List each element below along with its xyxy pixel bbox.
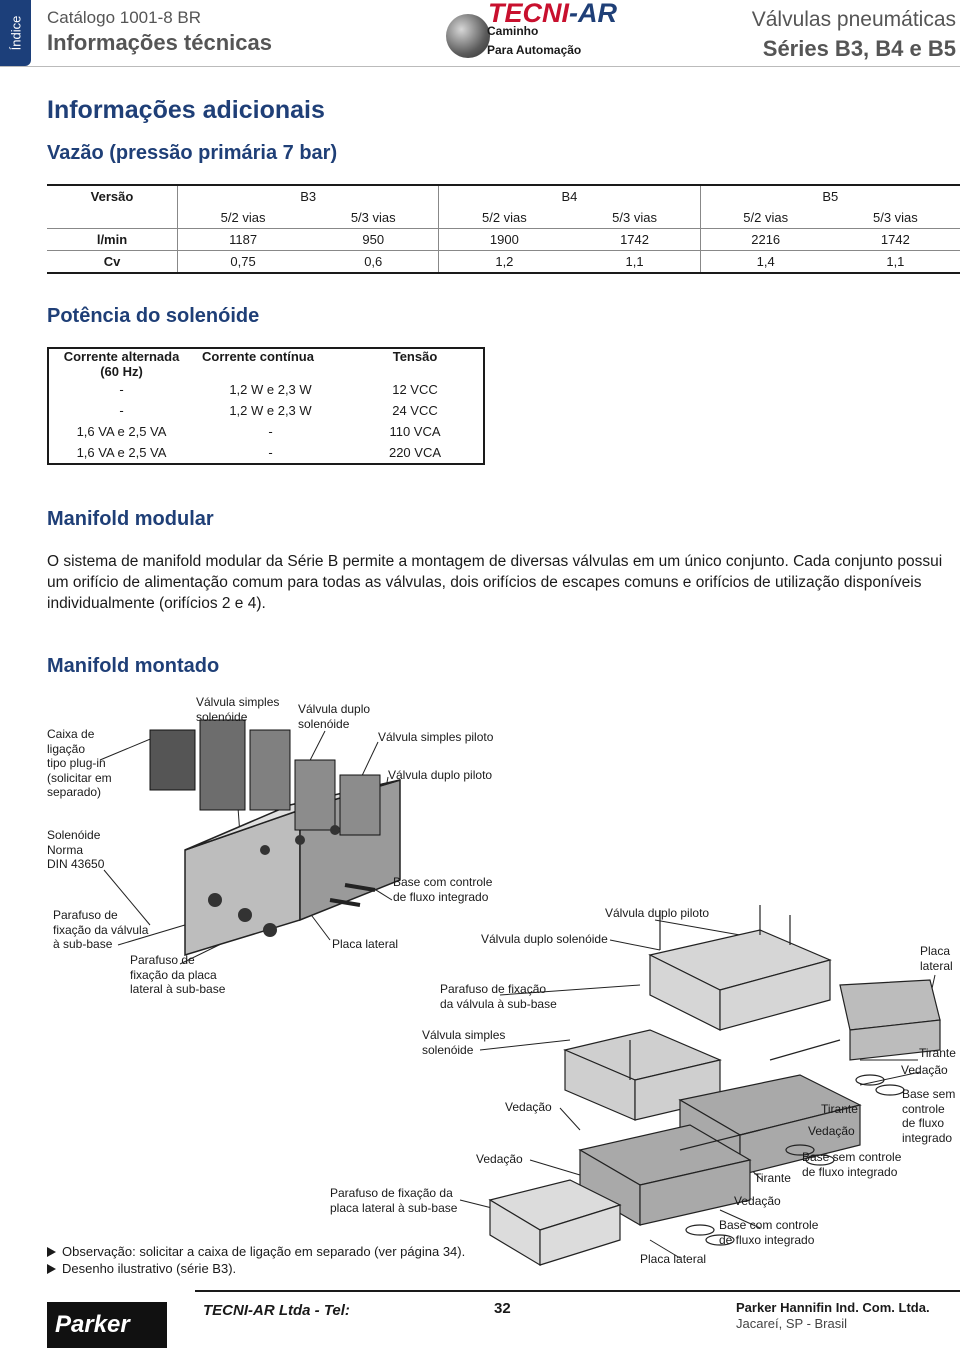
manifold-illustration — [99, 719, 941, 1267]
footer-company: Parker Hannifin Ind. Com. Ltda. — [736, 1300, 930, 1315]
parker-logo: Parker — [47, 1302, 167, 1348]
label-exp-vedacao-1: Vedação — [901, 1063, 948, 1077]
note-item: Observação: solicitar a caixa de ligação… — [47, 1243, 465, 1260]
logo-tagline-2: Para Automação — [487, 43, 582, 57]
label-exp-placa-lateral-bottom: Placa lateral — [640, 1252, 707, 1266]
label-exp-duplo-piloto: Válvula duplo piloto — [605, 906, 710, 920]
note-item: Desenho ilustrativo (série B3). — [47, 1260, 465, 1277]
globe-logo-icon — [446, 14, 490, 58]
page-title: Informações adicionais — [47, 96, 325, 124]
index-tab[interactable]: Índice — [0, 0, 31, 66]
header-divider — [0, 66, 960, 67]
product-series: Séries B3, B4 e B5 — [762, 36, 956, 61]
label-exp-duplo-solenoide: Válvula duplo solenóide — [481, 932, 608, 946]
ways-header: 5/2 vias — [699, 207, 831, 229]
ways-header: 5/3 vias — [612, 210, 657, 225]
series-header: B4 — [438, 185, 701, 207]
label-exp-vedacao-2: Vedação — [505, 1100, 552, 1114]
series-header: B3 — [176, 185, 439, 207]
section-title: Informações técnicas — [47, 30, 272, 55]
flow-heading: Vazão (pressão primária 7 bar) — [47, 142, 338, 164]
column-header-voltage: Tensão — [392, 349, 438, 364]
triangle-bullet-icon — [47, 1263, 56, 1274]
table-row: l/min 1187 950 1900 1742 2216 1742 — [47, 228, 960, 251]
power-table: Corrente alternada (60 Hz) Corrente cont… — [47, 347, 485, 465]
table-row: 1,6 VA e 2,5 VA-220 VCA — [76, 445, 442, 460]
manifold-heading: Manifold modular — [47, 508, 214, 530]
page-number: 32 — [494, 1300, 511, 1317]
label-exp-vedacao-3: Vedação — [808, 1124, 855, 1138]
label-exp-tirante-1: Tirante — [919, 1046, 956, 1060]
column-header-dc: Corrente contínua — [202, 349, 314, 364]
ways-header: 5/2 vias — [177, 207, 309, 229]
index-tab-label[interactable]: Índice — [8, 15, 23, 51]
ways-header: 5/3 vias — [350, 210, 396, 225]
label-exp-vedacao-4: Vedação — [476, 1152, 523, 1166]
brand-logo-text: TECNI-AR — [488, 0, 617, 28]
footer-city: Jacareí, SP - Brasil — [736, 1316, 848, 1331]
triangle-bullet-icon — [47, 1246, 56, 1257]
catalog-number: Catálogo 1001-8 BR — [47, 8, 202, 27]
column-header-ac: Corrente alternada (60 Hz) — [63, 349, 180, 379]
label-exp-tirante-3: Tirante — [754, 1171, 791, 1185]
label-placa-lateral: Placa lateral — [332, 937, 399, 951]
power-heading: Potência do solenóide — [47, 305, 260, 327]
series-header: B5 — [699, 185, 960, 207]
footer-tel: TECNI-AR Ltda - Tel: — [203, 1302, 350, 1319]
logo-tagline-1: Caminho — [487, 24, 539, 38]
footer-divider — [195, 1290, 960, 1292]
assembled-heading: Manifold montado — [47, 655, 220, 677]
version-header: Versão — [90, 189, 134, 204]
ways-header: 5/2 vias — [438, 207, 570, 229]
label-valvula-simples-piloto: Válvula simples piloto — [378, 730, 494, 744]
notes: Observação: solicitar a caixa de ligação… — [47, 1243, 465, 1277]
manifold-paragraph: O sistema de manifold modular da Série B… — [47, 553, 943, 612]
label-exp-vedacao-5: Vedação — [734, 1194, 781, 1208]
product-title: Válvulas pneumáticas — [751, 8, 956, 31]
ways-header: 5/3 vias — [872, 210, 918, 225]
label-exp-tirante-2: Tirante — [821, 1102, 858, 1116]
table-row: 1,6 VA e 2,5 VA-110 VCA — [76, 424, 441, 439]
table-row: Cv 0,75 0,6 1,2 1,1 1,4 1,1 — [47, 250, 960, 273]
label-valvula-duplo-piloto: Válvula duplo piloto — [388, 768, 493, 782]
flow-table: Versão B3 B4 B5 5/2 vias 5/3 vias 5/2 vi… — [47, 184, 960, 274]
